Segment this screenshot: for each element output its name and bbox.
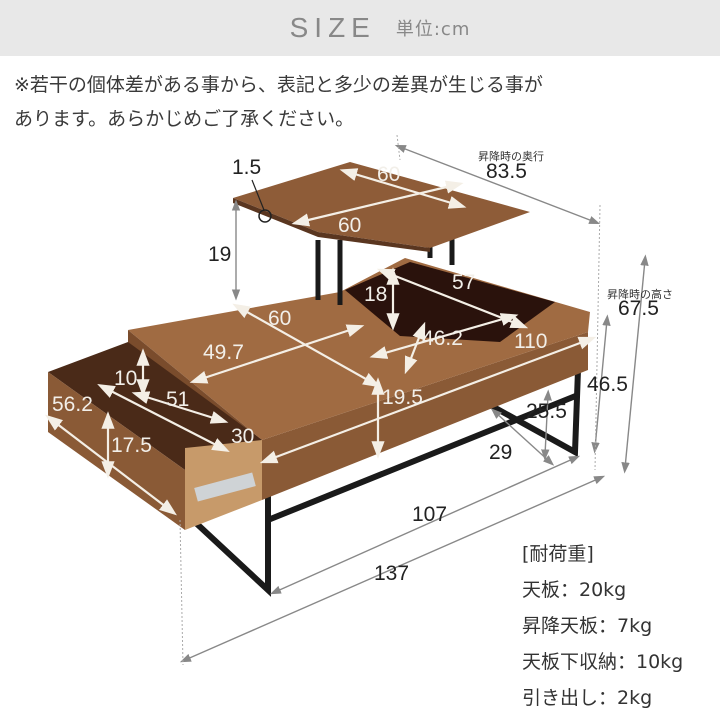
load-item: 天板：20kg (522, 579, 627, 601)
dim-storage-height: 18 (364, 283, 388, 306)
thickness-marker-circle (258, 209, 272, 223)
dim-leg-clearance: 25.5 (526, 400, 567, 423)
extension-lines (179, 134, 601, 666)
dim-frame-width: 107 (412, 503, 448, 526)
load-heading: [耐荷重] (522, 543, 594, 565)
gray-dimension-arrows (179, 144, 649, 663)
dim-storage-width: 57 (452, 271, 476, 294)
dim-lift-top-depth: 60 (338, 214, 362, 237)
dim-drawer-depth: 51 (166, 388, 190, 411)
note-line-1: ※若干の個体差がある事から、表記と多少の差異が生じる事が (14, 74, 543, 96)
dim-lift-top-width: 60 (377, 163, 401, 186)
size-title: SIZE (289, 12, 376, 43)
disclaimer-note: ※若干の個体差がある事から、表記と多少の差異が生じる事が あります。あらかじめご… (14, 68, 714, 136)
dim-lifted-height: 67.5 (618, 297, 659, 320)
note-line-2: あります。あらかじめご了承ください。 (14, 108, 355, 130)
dim-total-width: 137 (374, 562, 410, 585)
size-header: SIZE 単位:cm (0, 0, 720, 56)
dim-lift-height: 19 (208, 243, 232, 266)
dim-drawer-inner-height: 10 (114, 367, 138, 390)
dim-top-thickness: 1.5 (232, 156, 262, 179)
dim-body-height: 19.5 (382, 386, 423, 409)
dim-drawer-length: 56.2 (52, 393, 93, 416)
load-item: 昇降天板：7kg (522, 615, 653, 637)
load-item: 引き出し：2kg (522, 687, 653, 709)
dim-storage-depth: 46.2 (422, 327, 463, 350)
dim-drawer-height: 17.5 (111, 434, 152, 457)
dim-table-depth-inner: 110 (514, 330, 548, 353)
lift-top-edge (233, 198, 430, 252)
dim-leg-depth: 29 (489, 441, 513, 464)
dim-fixed-top-depth: 60 (268, 307, 292, 330)
dim-table-height: 46.5 (587, 373, 628, 396)
dim-lifted-height-label: 昇降時の高さ (607, 289, 673, 301)
dim-lifted-depth-label: 昇降時の奥行 (478, 151, 544, 163)
dim-fixed-top-width: 49.7 (203, 341, 244, 364)
dim-drawer-width: 30 (231, 425, 255, 448)
dim-lifted-depth: 83.5 (486, 160, 527, 183)
unit-label: 単位:cm (395, 19, 471, 40)
load-item: 天板下収納：10kg (522, 651, 684, 673)
load-capacity-list: [耐荷重] 天板：20kg 昇降天板：7kg 天板下収納：10kg 引き出し：2… (522, 536, 683, 716)
